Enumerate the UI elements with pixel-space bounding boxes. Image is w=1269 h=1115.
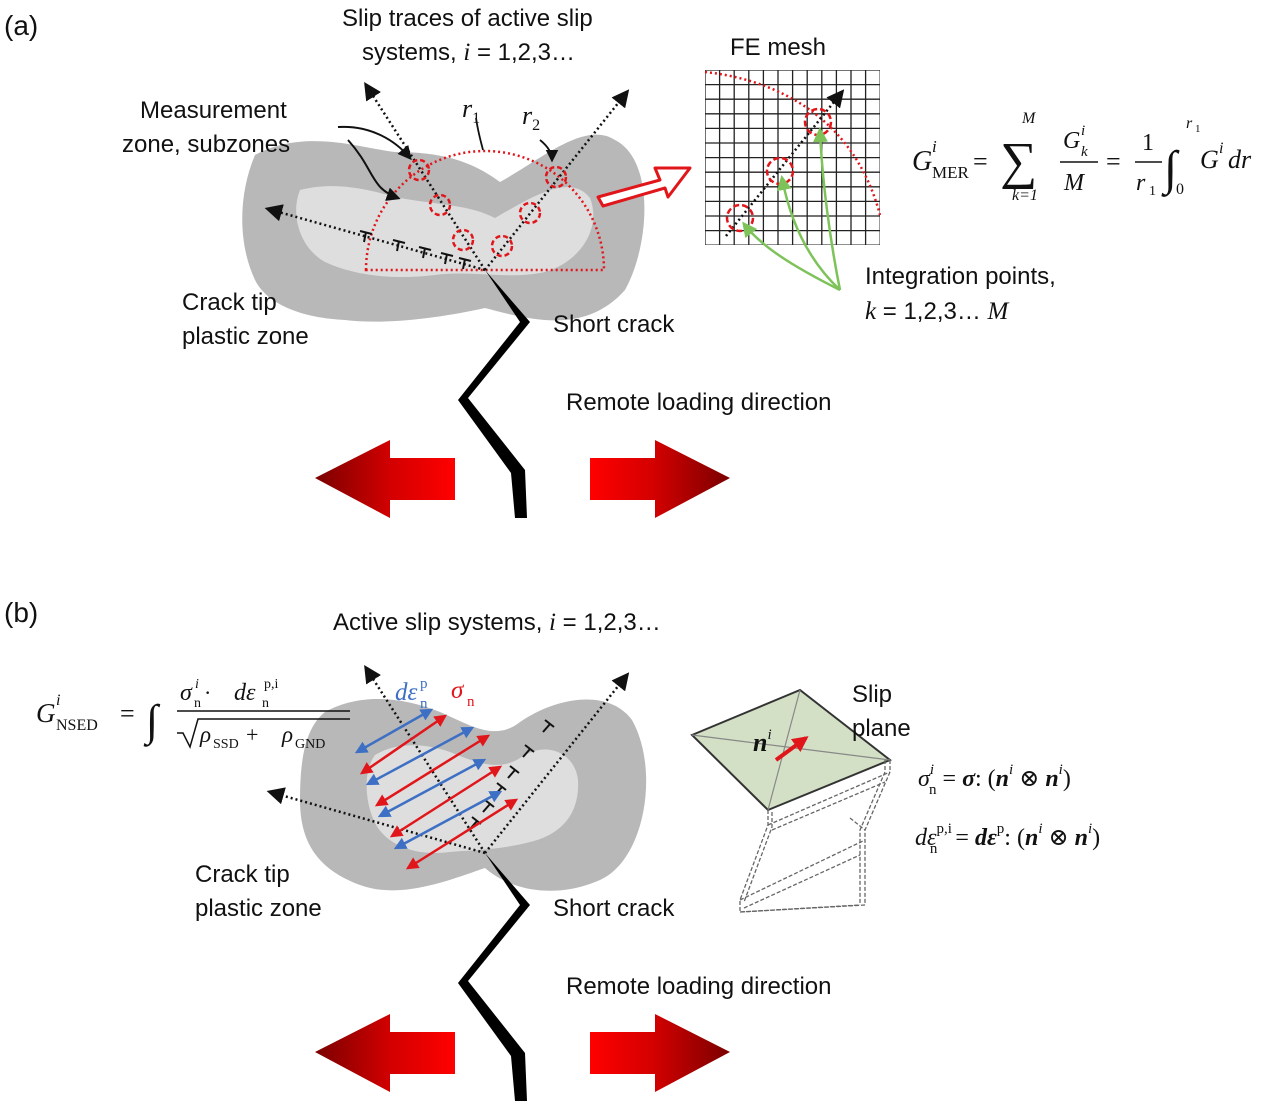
load-arrow-left-a bbox=[315, 440, 455, 518]
panel-b-label: (b) bbox=[4, 597, 38, 628]
svg-text:i: i bbox=[56, 692, 60, 709]
plastic-zone-label-a-line2: plastic zone bbox=[182, 323, 309, 350]
nsed-equation: G i NSED = ∫ σ i n · dε n p,i ρ SSD + ρ … bbox=[36, 677, 350, 752]
sigma-label: σ n bbox=[451, 677, 475, 710]
integration-point-markers bbox=[725, 107, 833, 233]
slip-traces-line1: Slip traces of active slip bbox=[342, 5, 593, 32]
svg-text:MER: MER bbox=[932, 163, 970, 182]
active-slip-label: Active slip systems, i = 1,2,3… bbox=[333, 609, 661, 636]
svg-text:GND: GND bbox=[295, 737, 325, 752]
fe-mesh-boundary-arc bbox=[704, 70, 882, 216]
plastic-zone-label-a-line1: Crack tip bbox=[182, 289, 277, 316]
plastic-zone-label-b-line2: plastic zone bbox=[195, 895, 322, 922]
fe-mesh-slip-trace bbox=[725, 89, 845, 237]
r2-label: r2 bbox=[522, 101, 540, 134]
svg-text:∫: ∫ bbox=[143, 696, 161, 747]
normal-stress-arrows bbox=[359, 714, 519, 870]
zoom-arrow bbox=[596, 166, 692, 208]
panel-a-label: (a) bbox=[4, 10, 38, 41]
integration-point-pointers bbox=[742, 127, 842, 292]
svg-text:G: G bbox=[912, 146, 932, 177]
load-arrow-right-a bbox=[590, 440, 730, 518]
svg-text:i: i bbox=[1219, 140, 1223, 157]
svg-text:r: r bbox=[1136, 170, 1146, 196]
svg-text:n: n bbox=[262, 696, 269, 711]
svg-text:G: G bbox=[1200, 145, 1219, 174]
svg-text:dr: dr bbox=[1228, 145, 1252, 174]
measurement-zone-line1: Measurement bbox=[140, 97, 287, 124]
svg-text:∑: ∑ bbox=[1000, 133, 1037, 190]
svg-text:∫: ∫ bbox=[1161, 142, 1180, 197]
svg-text:k=1: k=1 bbox=[1012, 187, 1038, 204]
svg-text:σ: σ bbox=[451, 677, 465, 704]
svg-text:G: G bbox=[36, 698, 56, 728]
short-crack-label-b: Short crack bbox=[553, 895, 675, 922]
svg-text:n: n bbox=[467, 694, 475, 710]
svg-text:i: i bbox=[932, 137, 937, 156]
svg-text:i: i bbox=[1081, 123, 1085, 139]
load-arrow-right-b bbox=[590, 1014, 730, 1092]
svg-text:p: p bbox=[420, 676, 428, 692]
short-crack-label-a: Short crack bbox=[553, 311, 675, 338]
loading-direction-label-b: Remote loading direction bbox=[566, 973, 832, 1000]
short-crack-b bbox=[458, 853, 530, 1101]
deps-label: dε n p bbox=[395, 676, 428, 712]
measurement-pointer-1 bbox=[337, 125, 412, 161]
svg-text:G: G bbox=[1063, 128, 1080, 154]
svg-text:·: · bbox=[204, 680, 211, 705]
r1-pointer bbox=[475, 117, 484, 151]
short-crack bbox=[458, 270, 530, 518]
plastic-zone-label-b-line1: Crack tip bbox=[195, 861, 290, 888]
integration-points-line2: k = 1,2,3… M bbox=[865, 298, 1010, 325]
mer-equation: G i MER = M ∑ k=1 G i k M = 1 r 1 ∫ r 1 … bbox=[912, 110, 1252, 204]
svg-text:ρ: ρ bbox=[281, 722, 293, 747]
svg-text:1: 1 bbox=[1149, 184, 1156, 199]
svg-text:r: r bbox=[1186, 115, 1193, 132]
svg-text:M: M bbox=[1021, 110, 1037, 127]
slip-plane-label-line1: Slip bbox=[852, 681, 892, 708]
svg-text:k: k bbox=[1081, 144, 1088, 160]
plastic-zone-inner-a bbox=[296, 186, 594, 278]
r2-pointer bbox=[539, 139, 559, 163]
loading-direction-label-a: Remote loading direction bbox=[566, 389, 832, 416]
slip-plane-cell: ni bbox=[690, 688, 892, 913]
svg-text:ρ: ρ bbox=[199, 722, 211, 747]
svg-text:=: = bbox=[1106, 147, 1121, 176]
svg-text:dε: dε bbox=[234, 680, 256, 706]
svg-text:0: 0 bbox=[1176, 181, 1184, 198]
svg-text:M: M bbox=[1063, 170, 1086, 196]
measurement-zone-semicircle bbox=[364, 149, 606, 272]
svg-text:1: 1 bbox=[1195, 123, 1201, 135]
svg-text:=: = bbox=[120, 699, 135, 728]
slip-trace-1 bbox=[364, 82, 487, 271]
slip-traces-line2: systems, i = 1,2,3… bbox=[362, 39, 575, 66]
svg-text:σ: σ bbox=[180, 680, 193, 706]
subzone-markers-a bbox=[407, 158, 568, 258]
slip-plane-label-line2: plane bbox=[852, 715, 911, 742]
load-arrow-left-b bbox=[315, 1014, 455, 1092]
svg-text:n: n bbox=[420, 696, 428, 712]
svg-text:dε: dε bbox=[395, 679, 418, 706]
svg-text:+: + bbox=[246, 722, 258, 747]
fe-mesh-title: FE mesh bbox=[730, 34, 826, 61]
slip-trace-b-3 bbox=[266, 787, 486, 855]
measurement-zone-line2: zone, subzones bbox=[122, 131, 290, 158]
svg-text:SSD: SSD bbox=[213, 737, 239, 752]
measurement-pointer-2 bbox=[347, 139, 401, 201]
svg-text:NSED: NSED bbox=[56, 717, 98, 734]
svg-text:i: i bbox=[195, 677, 199, 692]
normal-vector-arrow bbox=[774, 736, 809, 762]
svg-text:=: = bbox=[973, 147, 988, 176]
svg-text:n: n bbox=[194, 696, 201, 711]
normal-vector-label: ni bbox=[753, 727, 772, 757]
fe-mesh-grid bbox=[705, 70, 880, 245]
dislocations-a bbox=[359, 230, 472, 270]
r1-label: r1 bbox=[462, 94, 480, 127]
integration-points-line1: Integration points, bbox=[865, 263, 1056, 290]
svg-text:1: 1 bbox=[1142, 130, 1154, 156]
svg-text:p,i: p,i bbox=[264, 677, 279, 692]
